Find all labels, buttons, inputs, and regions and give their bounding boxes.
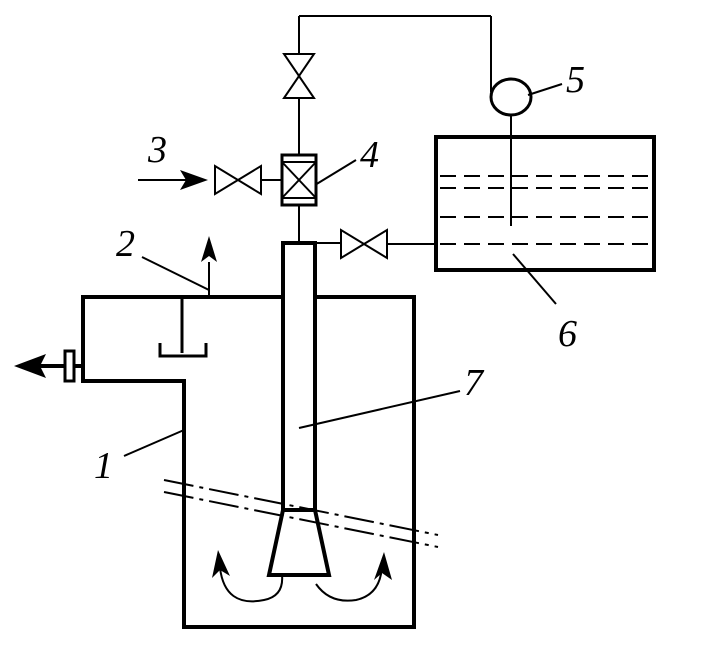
label-4: 4 [360,134,379,176]
tube-7 [266,241,332,577]
label-1: 1 [94,445,113,487]
float-5 [489,77,533,226]
mixer-4 [280,153,318,207]
baffle-cup [158,297,208,358]
tank-6 [434,135,656,272]
gas-outlet-2 [201,236,217,297]
label-7: 7 [464,362,485,404]
circulation-arrows [212,550,392,603]
supply-pipe [298,15,492,243]
vessel-1 [81,295,416,629]
inlet-3 [138,164,282,196]
label-2: 2 [116,223,135,265]
label-3: 3 [147,129,167,171]
tank-line [299,228,436,260]
label-6: 6 [558,313,577,355]
left-outlet-arrow [14,349,83,383]
leader-lines [123,83,563,457]
top-valve [282,53,316,99]
liquid-level-line [163,479,439,548]
label-5: 5 [566,59,585,101]
